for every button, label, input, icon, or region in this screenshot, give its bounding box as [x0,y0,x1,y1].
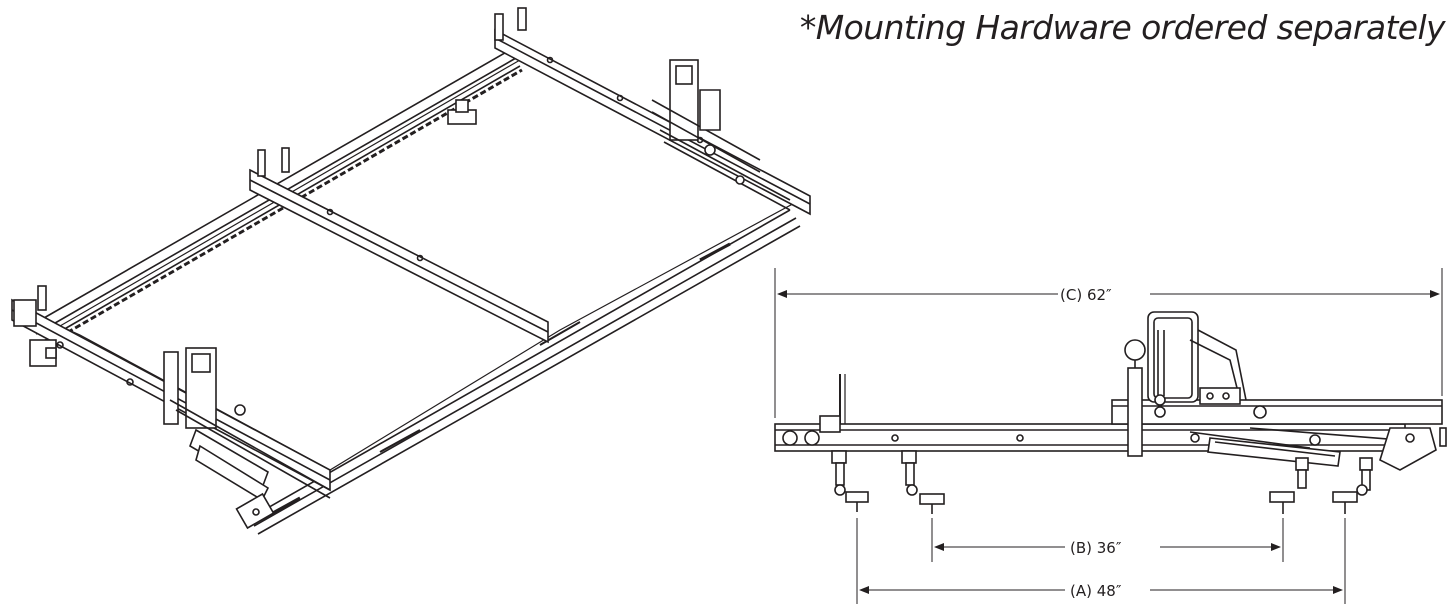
back-dropdown-bracket [651,59,791,211]
dimension-c-label: (C) 62″ [1060,286,1112,304]
clamp-2 [901,450,945,514]
side-upper-bar [1111,399,1443,425]
isometric-rack-view [11,7,811,535]
right-long-rail [249,209,801,535]
back-mounting-foot [447,99,477,125]
mounting-hardware-note: *Mounting Hardware ordered separately [799,8,1446,47]
middle-crossbar [249,147,549,344]
front-dropdown-bracket [163,347,331,530]
clamp-1 [831,450,869,512]
clamp-3 [1269,457,1309,514]
dimension-a-label: (A) 48″ [1070,582,1122,600]
clamp-4 [1332,457,1373,514]
side-elevation-view [774,311,1447,514]
dimension-b-label: (B) 36″ [1070,539,1122,557]
dimension-lines [774,268,1443,604]
side-bracket [1147,311,1247,406]
